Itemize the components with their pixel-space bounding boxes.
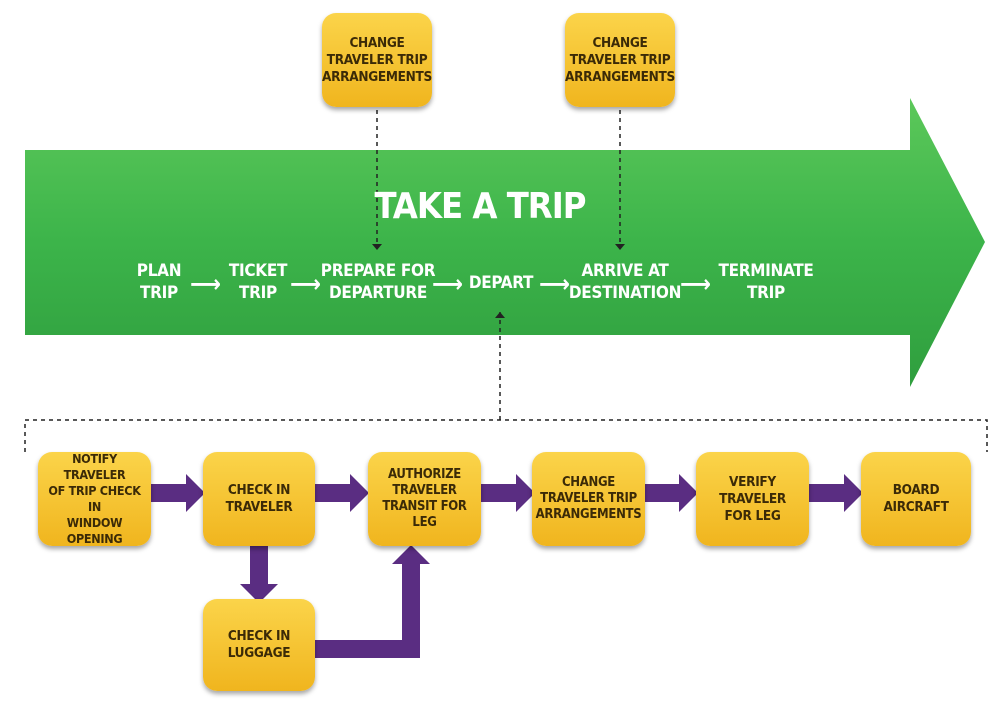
callout-change-arrangements-2: CHANGE TRAVELER TRIP ARRANGEMENTS [565,13,675,107]
dashed-connectors [24,110,988,452]
diagram-title: TAKE A TRIP [374,186,586,227]
step-arrow-icon: ⟶ [539,270,570,298]
connector-tip-depart [495,312,505,318]
flow-box-authorize-transit: AUTHORIZE TRAVELER TRANSIT FOR LEG [368,452,481,546]
big-green-arrow [25,98,985,387]
purple-flow-arrows [150,474,863,658]
purple-arrow-2 [314,474,369,512]
step-arrow-icon: ⟶ [680,270,711,298]
flow-box-change-arrangements: CHANGE TRAVELER TRIP ARRANGEMENTS [532,452,645,546]
step-arrow-icon: ⟶ [432,270,463,298]
connector-tip-right [615,244,625,250]
step-terminate-trip: TERMINATE TRIP [718,261,814,303]
purple-arrow-1 [150,474,205,512]
step-ticket-trip: TICKET TRIP [228,261,288,303]
purple-arrow-luggage-to-authorize [314,545,430,658]
step-prepare-departure: PREPARE FOR DEPARTURE [320,261,436,303]
flow-box-verify-traveler: VERIFY TRAVELER FOR LEG [696,452,809,546]
step-arrow-icon: ⟶ [190,270,221,298]
flow-box-board-aircraft: BOARD AIRCRAFT [861,452,971,546]
purple-arrow-4 [643,474,698,512]
step-arrive-destination: ARRIVE AT DESTINATION [568,261,682,303]
flow-box-notify-traveler: NOTIFY TRAVELER OF TRIP CHECK IN WINDOW … [38,451,151,546]
flow-box-check-in-traveler: CHECK IN TRAVELER [203,452,315,546]
step-arrow-icon: ⟶ [290,270,321,298]
flow-box-check-in-luggage: CHECK IN LUGGAGE [203,599,315,691]
callout-change-arrangements-1: CHANGE TRAVELER TRIP ARRANGEMENTS [322,13,432,107]
step-plan-trip: PLAN TRIP [136,261,182,303]
step-depart: DEPART [468,273,534,293]
purple-arrow-5 [808,474,863,512]
purple-arrow-down [240,546,278,603]
connector-tip-left [372,244,382,250]
purple-arrow-3 [480,474,535,512]
